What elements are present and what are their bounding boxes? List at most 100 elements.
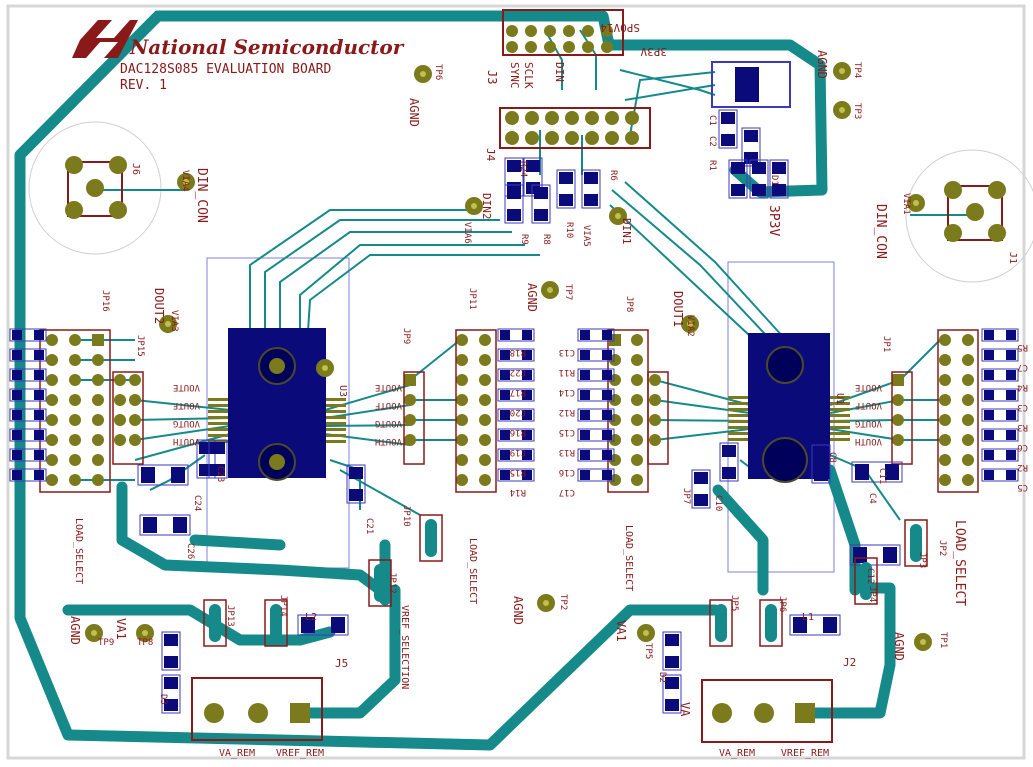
jumper-pad <box>939 394 951 406</box>
r10-label: R10 <box>564 222 574 238</box>
jumper-pad <box>46 334 58 346</box>
j3-label: J3 <box>485 70 499 84</box>
jp7-label: JP7 <box>681 488 691 504</box>
smd-part <box>531 184 551 224</box>
jumper-pad <box>479 354 491 366</box>
jumper-pad <box>479 434 491 446</box>
smd-part <box>719 442 739 482</box>
smd-resistor <box>981 388 1019 402</box>
j2-outline <box>701 679 833 743</box>
r24-label: R24 <box>518 161 528 177</box>
test-point <box>85 624 103 642</box>
tp7-label: TP7 <box>563 284 573 300</box>
jumper-pad <box>456 374 468 386</box>
jumper-pad <box>631 414 643 426</box>
part-label: R12 <box>559 407 575 417</box>
test-point <box>136 624 154 642</box>
jumper-pad <box>69 354 81 366</box>
jumper-pad <box>649 414 661 426</box>
jumper-outline <box>647 371 669 465</box>
part-label: C19 <box>510 447 526 457</box>
smd-part <box>769 159 789 199</box>
j3-pin-3p3v: 3P3V <box>640 45 667 58</box>
smd-resistor <box>9 428 47 442</box>
agnd-tp7-label: AGND <box>525 283 539 312</box>
jumper-pad <box>92 434 104 446</box>
jumper-pad <box>456 434 468 446</box>
j5-pads <box>204 703 310 723</box>
via-a5-label: VIA5 <box>581 225 591 247</box>
smd-resistor <box>577 388 615 402</box>
jumper-pad <box>456 394 468 406</box>
j3-outline <box>502 9 624 56</box>
jp14-label: JP14 <box>278 595 288 617</box>
jp6-label: JP6 <box>777 596 787 612</box>
test-point <box>637 624 655 642</box>
test-point <box>159 315 177 333</box>
j3-pin-sync: SYNC <box>508 62 521 89</box>
part-label: R18 <box>510 347 526 357</box>
jumper-pad <box>69 434 81 446</box>
jumper-pad <box>456 354 468 366</box>
jumper-pad <box>129 374 141 386</box>
test-point <box>541 281 559 299</box>
l2-label: L2 <box>305 612 317 623</box>
jumper-pad <box>962 334 974 346</box>
smd-part <box>691 469 711 509</box>
j4-label: J4 <box>484 148 497 162</box>
c12-label: C12 <box>865 568 875 584</box>
part-label: C3 <box>1017 402 1028 412</box>
d2-label: D2 <box>657 672 667 683</box>
c4-label: C4 <box>867 493 877 504</box>
smd-part <box>346 464 366 504</box>
jumper-pad <box>456 334 468 346</box>
j3-pin-sclk: SCLK <box>522 62 535 89</box>
test-point <box>609 207 627 225</box>
jumper-pad <box>69 374 81 386</box>
jumper-pad <box>92 394 104 406</box>
jp12-label: JP12 <box>387 572 397 594</box>
jumper-pad <box>46 474 58 486</box>
smd-resistor <box>981 408 1019 422</box>
jumper-pad <box>69 454 81 466</box>
smd-resistor <box>497 348 535 362</box>
jumper-pad <box>892 394 904 406</box>
smd-part <box>811 444 831 484</box>
j3-pin-sp0v14: SP0V14 <box>600 21 640 34</box>
c23-label: C23 <box>215 466 225 482</box>
jumper-outline <box>455 329 497 493</box>
smd-resistor <box>497 388 535 402</box>
smd-resistor <box>9 328 47 342</box>
smd-part <box>556 169 576 209</box>
c21-label: C21 <box>364 518 374 534</box>
j3-pin-din: DIN <box>553 62 566 82</box>
smd-resistor <box>497 448 535 462</box>
jumper-block <box>264 599 288 647</box>
part-label: R13 <box>559 447 575 457</box>
j1-connector <box>944 181 1006 242</box>
jumper-pad <box>962 474 974 486</box>
tp6-label: TP6 <box>433 64 443 80</box>
vout-label: VOUTG <box>375 418 402 428</box>
jumper-pad <box>649 394 661 406</box>
va1-right-label: VA1 <box>614 620 628 642</box>
jumper-pad <box>404 374 416 386</box>
jumper-pad <box>404 394 416 406</box>
regulator-ic <box>735 67 759 102</box>
tp4-label: TP4 <box>852 62 862 78</box>
vout-label: VOUTG <box>173 418 200 428</box>
smd-resistor <box>577 468 615 482</box>
regulator-outline <box>711 61 791 108</box>
jp1-label: JP1 <box>881 336 891 352</box>
smd-part <box>161 674 181 714</box>
agnd-left-label: AGND <box>68 616 82 645</box>
smd-part <box>662 674 682 714</box>
vout-label: VOUTF <box>855 400 882 410</box>
via-a3-label: VIA3 <box>169 310 179 332</box>
jp9-label: JP9 <box>401 328 411 344</box>
test-point <box>914 633 932 651</box>
smd-resistor <box>981 448 1019 462</box>
jumper-pad <box>46 374 58 386</box>
load-select-1: LOAD_SELECT <box>73 518 84 584</box>
jumper-pad <box>631 374 643 386</box>
